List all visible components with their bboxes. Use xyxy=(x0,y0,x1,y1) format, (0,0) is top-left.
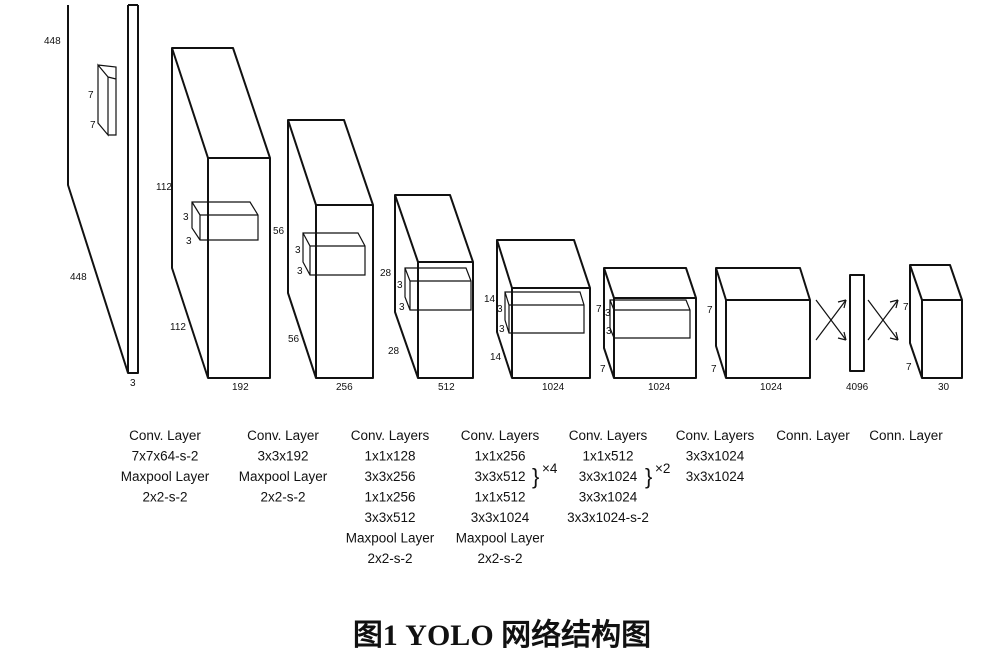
layer-5-kernel-h-label: 3 xyxy=(605,308,611,319)
caption-line: Maxpool Layer xyxy=(121,469,210,484)
output-block: 7 7 30 xyxy=(903,264,963,393)
repeat-x4-label: ×4 xyxy=(542,461,558,476)
caption-line: Conn. Layer xyxy=(869,428,943,443)
layer-6-width-label: 7 xyxy=(711,364,717,375)
caption-line: 3x3x1024 xyxy=(471,510,530,525)
caption-line: Conv. Layers xyxy=(676,428,755,443)
fc-layer-4096: 4096 xyxy=(815,274,899,393)
caption-line: Conv. Layers xyxy=(351,428,430,443)
caption-line: 2x2-s-2 xyxy=(142,490,187,505)
input-kernel-h-label: 7 xyxy=(88,90,94,101)
caption-line: 3x3x192 xyxy=(257,449,308,464)
caption-line: 3x3x1024 xyxy=(686,449,745,464)
caption-line: 3x3x1024 xyxy=(686,469,745,484)
caption-line: 1x1x128 xyxy=(364,449,415,464)
caption-line: 2x2-s-2 xyxy=(260,490,305,505)
caption-line: Conv. Layer xyxy=(247,428,319,443)
layer-2-width-label: 56 xyxy=(288,334,300,345)
caption-line: 1x1x256 xyxy=(474,449,525,464)
fc-depth-label: 4096 xyxy=(846,382,869,393)
input-depth-label: 3 xyxy=(130,378,136,389)
layer-2-kernel-w-label: 3 xyxy=(297,266,303,277)
figure-title: 图1 YOLO 网络结构图 xyxy=(353,618,651,652)
input-height-label: 448 xyxy=(44,36,61,47)
connection-arrows-2 xyxy=(867,299,899,341)
repeat-x2-label: ×2 xyxy=(655,461,670,476)
layer-1-kernel-w-label: 3 xyxy=(186,236,192,247)
layer-4-depth-label: 1024 xyxy=(542,382,565,393)
layer-4-kernel-h-label: 3 xyxy=(497,304,503,315)
layer-1-depth-label: 192 xyxy=(232,382,249,393)
layer-6-height-label: 7 xyxy=(707,305,713,316)
layer-block-1: 112 112 192 3 3 xyxy=(156,47,271,393)
layer-2-kernel-h-label: 3 xyxy=(295,245,301,256)
input-width-label: 448 xyxy=(70,272,87,283)
layer-1-kernel-h-label: 3 xyxy=(183,212,189,223)
caption-line: 3x3x1024 xyxy=(579,469,638,484)
caption-line: Maxpool Layer xyxy=(456,531,545,546)
layer-3-width-label: 28 xyxy=(388,346,400,357)
caption-line: 7x7x64-s-2 xyxy=(132,449,199,464)
layer-5-height-label: 7 xyxy=(596,304,602,315)
layer-3-kernel-w-label: 3 xyxy=(399,302,405,313)
layer-3-kernel-h-label: 3 xyxy=(397,280,403,291)
layer-5-kernel-w-label: 3 xyxy=(606,326,612,337)
layer-6-depth-label: 1024 xyxy=(760,382,783,393)
layer-1-width-label: 112 xyxy=(170,322,186,333)
caption-line: 3x3x1024-s-2 xyxy=(567,510,649,525)
input-kernel-w-label: 7 xyxy=(90,120,96,131)
layer-5-width-label: 7 xyxy=(600,364,606,375)
layer-5-depth-label: 1024 xyxy=(648,382,671,393)
layer-block-6: 7 7 1024 xyxy=(707,267,811,393)
caption-line: Conn. Layer xyxy=(776,428,850,443)
layer-3-height-label: 28 xyxy=(380,268,392,279)
output-width-label: 7 xyxy=(906,362,912,373)
caption-line: Maxpool Layer xyxy=(239,469,328,484)
layer-block-4: 14 14 1024 3 3 xyxy=(484,239,591,393)
caption-line: 2x2-s-2 xyxy=(367,551,412,566)
layer-block-5: 7 7 1024 3 3 xyxy=(596,267,697,393)
caption-line: 1x1x512 xyxy=(474,490,525,505)
layer-block-2: 56 56 256 3 3 xyxy=(273,119,374,393)
caption-line: 3x3x256 xyxy=(364,469,415,484)
layer-4-height-label: 14 xyxy=(484,294,496,305)
layer-4-width-label: 14 xyxy=(490,352,502,363)
layer-3-depth-label: 512 xyxy=(438,382,455,393)
caption-line: Conv. Layer xyxy=(129,428,201,443)
output-height-label: 7 xyxy=(903,302,909,313)
caption-line: 1x1x256 xyxy=(364,490,415,505)
layer-4-kernel-w-label: 3 xyxy=(499,324,505,335)
layer-block-3: 28 28 512 3 3 xyxy=(380,194,474,393)
caption-line: Conv. Layers xyxy=(461,428,540,443)
caption-line: 1x1x512 xyxy=(582,449,633,464)
caption-line: 3x3x512 xyxy=(364,510,415,525)
input-block: 448 448 3 7 7 xyxy=(44,4,139,389)
repeat-brace-4: } xyxy=(532,464,539,489)
caption-line: 3x3x512 xyxy=(474,469,525,484)
caption-line: Conv. Layers xyxy=(569,428,648,443)
layer-1-height-label: 112 xyxy=(156,182,172,193)
output-depth-label: 30 xyxy=(938,382,950,393)
caption-line: Maxpool Layer xyxy=(346,531,435,546)
layer-2-depth-label: 256 xyxy=(336,382,353,393)
layer-2-height-label: 56 xyxy=(273,226,285,237)
repeat-brace-2: } xyxy=(645,464,652,489)
connection-arrows-1 xyxy=(815,299,847,341)
caption-line: 2x2-s-2 xyxy=(477,551,522,566)
caption-line: 3x3x1024 xyxy=(579,490,638,505)
